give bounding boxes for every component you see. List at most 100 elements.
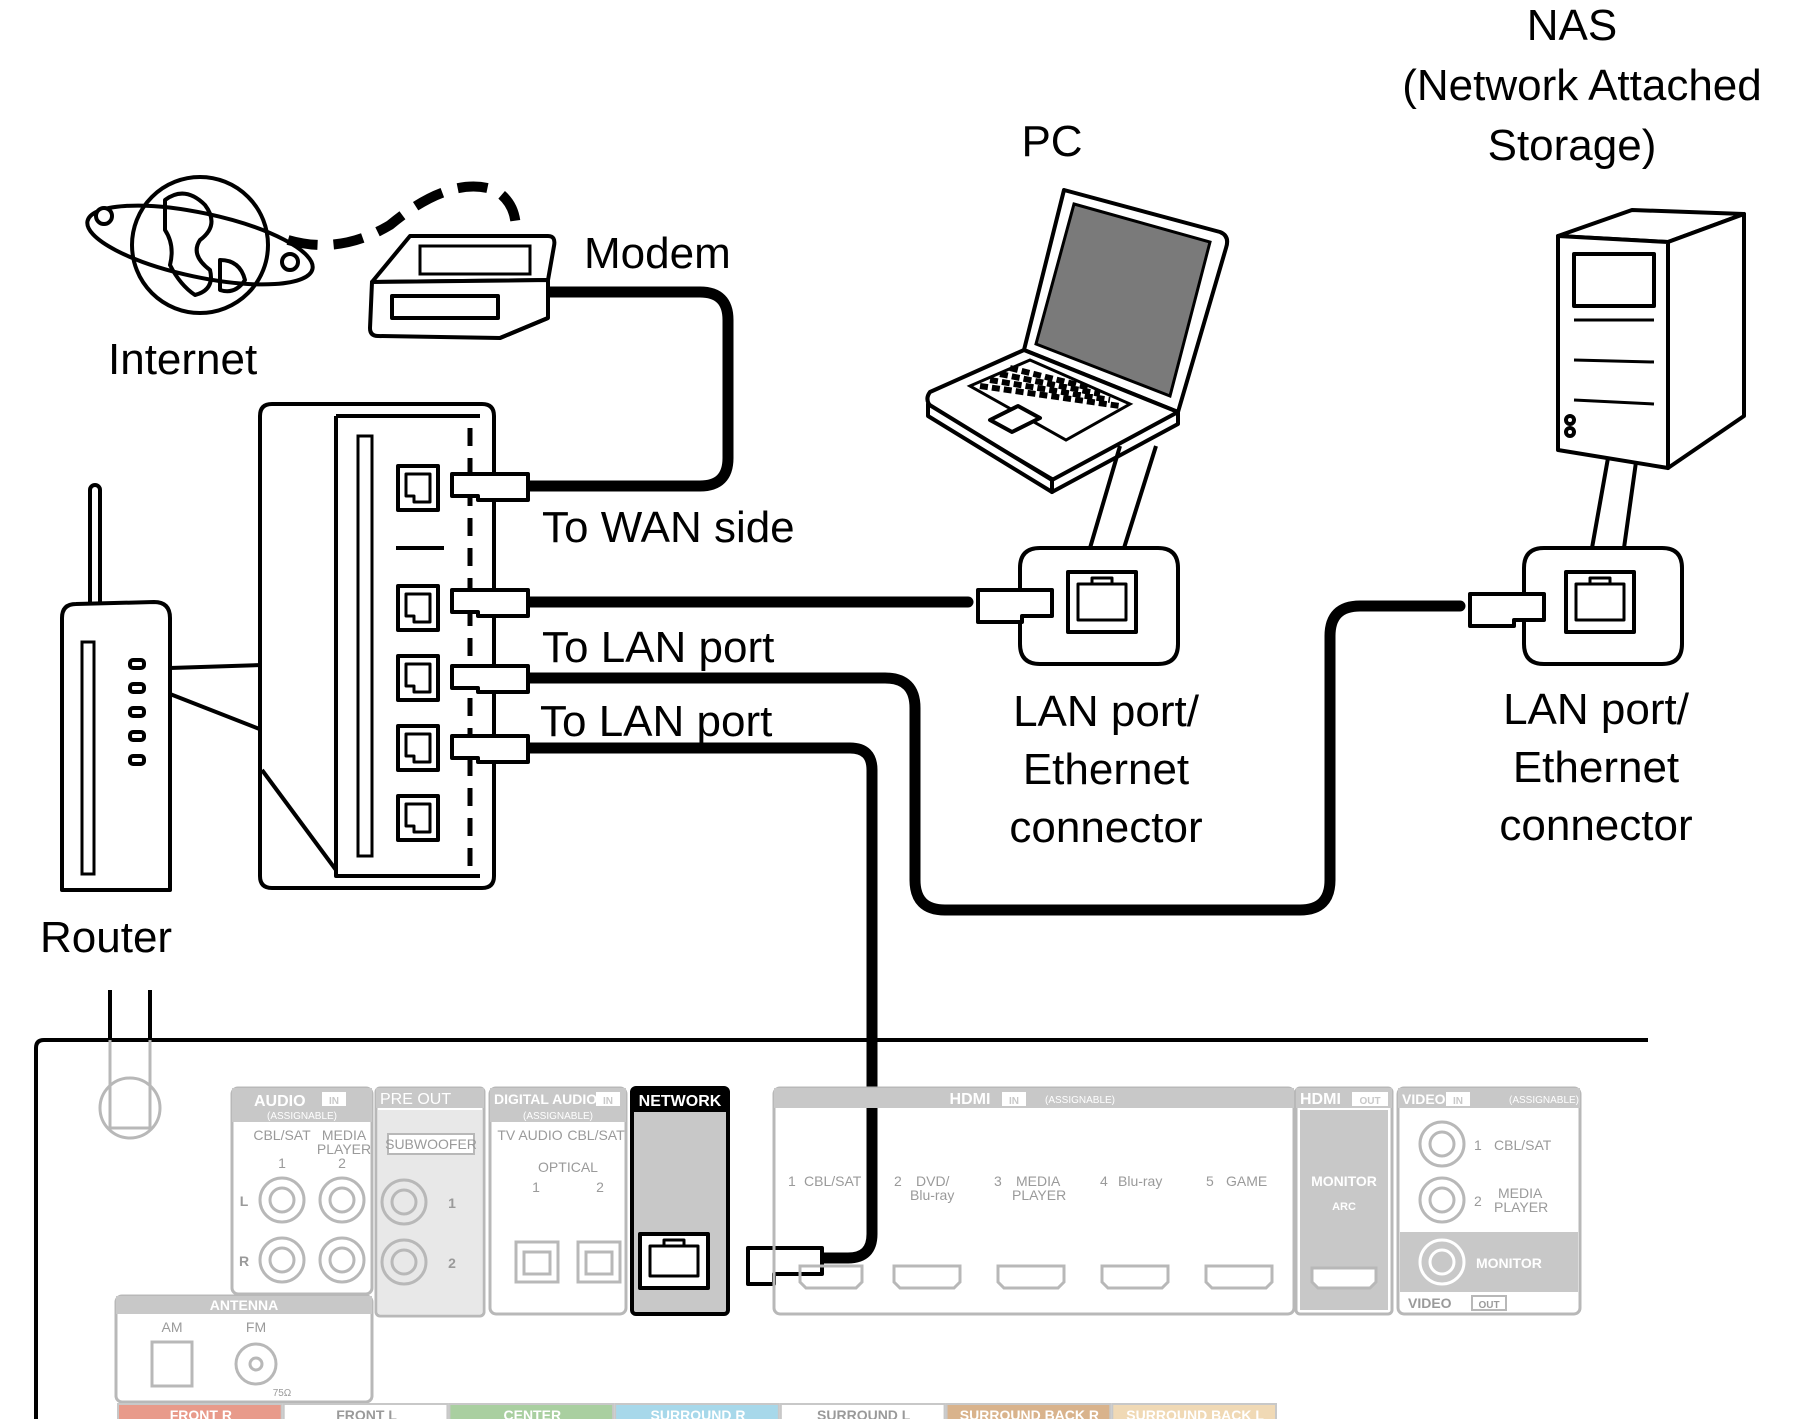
svg-text:1: 1 <box>1474 1137 1482 1153</box>
router-port-panel <box>258 402 530 890</box>
video-section: VIDEO IN (ASSIGNABLE) 1 CBL/SAT 2 MEDIA … <box>1396 1086 1582 1316</box>
svg-text:(ASSIGNABLE): (ASSIGNABLE) <box>267 1111 337 1122</box>
ethernet-plug-icon <box>450 472 530 764</box>
svg-text:AM: AM <box>162 1319 183 1335</box>
speaker-terminal-bg <box>282 1403 449 1419</box>
hdmi-out-section: HDMI OUT MONITOR ARC <box>1294 1086 1394 1316</box>
to-lan-label-2: To LAN port <box>540 697 772 746</box>
router-icon <box>60 483 263 892</box>
network-section: NETWORK <box>630 1086 824 1316</box>
nas-port-label-1: LAN port/ <box>1503 685 1690 734</box>
svg-text:CBL/SAT: CBL/SAT <box>1494 1137 1552 1153</box>
speaker-terminal-label: SURROUND BACK L <box>1126 1407 1264 1419</box>
speaker-terminal-label: SURROUND L <box>817 1407 911 1419</box>
svg-text:PLAYER: PLAYER <box>1494 1199 1548 1215</box>
speaker-terminal-bg <box>1111 1403 1278 1419</box>
receiver-rear-panel: AUDIO IN (ASSIGNABLE) CBL/SAT MEDIA PLAY… <box>34 990 1648 1419</box>
svg-text:3: 3 <box>994 1173 1002 1189</box>
svg-text:2: 2 <box>596 1179 604 1195</box>
digital-audio-section: DIGITAL AUDIO IN (ASSIGNABLE) TV AUDIO C… <box>488 1086 628 1316</box>
router-wan-port <box>396 464 440 512</box>
rca-jack-icon <box>258 1176 366 1284</box>
speaker-terminal-bg <box>448 1403 615 1419</box>
svg-text:PLAYER: PLAYER <box>1012 1187 1066 1203</box>
router-lan-port-4 <box>396 794 440 842</box>
modem-icon <box>368 234 557 340</box>
speaker-terminal-label: FRONT R <box>170 1407 232 1419</box>
svg-text:75Ω: 75Ω <box>273 1388 292 1399</box>
svg-text:4: 4 <box>1100 1173 1108 1189</box>
speaker-terminal-bg <box>945 1403 1112 1419</box>
svg-text:OUT: OUT <box>1478 1300 1499 1311</box>
svg-text:Blu-ray: Blu-ray <box>1118 1173 1162 1189</box>
router-to-receiver-cable <box>519 742 878 1264</box>
svg-text:2: 2 <box>894 1173 902 1189</box>
svg-text:1: 1 <box>278 1155 286 1171</box>
svg-text:5: 5 <box>1206 1173 1214 1189</box>
speaker-terminal-label: SURROUND BACK R <box>960 1407 1099 1419</box>
pre-out-section: PRE OUT SUBWOOFER 1 2 <box>374 1086 486 1318</box>
svg-text:1: 1 <box>532 1179 540 1195</box>
optical-jack-icon <box>514 1240 622 1284</box>
to-lan-label-1: To LAN port <box>542 623 774 672</box>
hdmi-in-section: HDMI IN (ASSIGNABLE) 1 CBL/SAT 2 DVD/ Bl… <box>772 1086 1296 1316</box>
svg-text:HDMI: HDMI <box>1300 1091 1341 1108</box>
svg-text:(ASSIGNABLE): (ASSIGNABLE) <box>523 1111 593 1122</box>
nas-port-label-2: Ethernet <box>1513 743 1679 792</box>
antenna-section: ANTENNA AM FM 75Ω <box>114 1294 374 1404</box>
speaker-terminal-4: SURROUND L <box>779 1403 946 1419</box>
svg-text:2: 2 <box>448 1255 456 1271</box>
svg-text:CBL/SAT: CBL/SAT <box>804 1173 862 1189</box>
speaker-terminal-label: FRONT L <box>336 1407 397 1419</box>
router-label: Router <box>40 913 172 962</box>
nas-label-line2: (Network Attached <box>1402 61 1762 110</box>
nas-label: NAS <box>1527 1 1617 50</box>
laptop-icon <box>925 188 1230 549</box>
svg-text:Blu-ray: Blu-ray <box>910 1187 954 1203</box>
svg-text:MONITOR: MONITOR <box>1311 1173 1377 1189</box>
nas-label-line3: Storage) <box>1488 121 1657 170</box>
svg-text:VIDEO: VIDEO <box>1402 1091 1446 1107</box>
router-to-nas-cable <box>519 600 1466 916</box>
svg-text:DVD/: DVD/ <box>916 1173 950 1189</box>
svg-text:ANTENNA: ANTENNA <box>210 1297 278 1313</box>
svg-text:L: L <box>240 1193 249 1209</box>
nas-lan-port-callout <box>1468 546 1684 666</box>
diagram-labels: NAS (Network Attached Storage) PC Modem … <box>40 1 1762 962</box>
to-wan-label: To WAN side <box>542 503 795 552</box>
speaker-terminal-label: CENTER <box>504 1407 562 1419</box>
svg-text:OUT: OUT <box>1359 1096 1380 1107</box>
pc-port-label-1: LAN port/ <box>1013 687 1200 736</box>
speaker-terminals: FRONT R FRONT L CENTER SURROUND R SURROUND L… <box>117 1403 1278 1419</box>
speaker-terminal-1: FRONT L <box>282 1403 449 1419</box>
speaker-terminal-0: FRONT R <box>117 1403 283 1419</box>
svg-text:TV AUDIO: TV AUDIO <box>497 1127 562 1143</box>
internet-to-modem-cable <box>286 181 521 250</box>
pc-lan-port-callout <box>976 546 1180 666</box>
svg-text:MONITOR: MONITOR <box>1476 1255 1542 1271</box>
pc-port-label-3: connector <box>1009 803 1202 852</box>
audio-in-label: AUDIO <box>254 1093 306 1110</box>
router-lan-port-1 <box>396 584 440 632</box>
modem-to-router-cable <box>514 286 734 492</box>
svg-text:VIDEO: VIDEO <box>1408 1295 1452 1311</box>
svg-text:CBL/SAT: CBL/SAT <box>253 1127 311 1143</box>
receiver-network-port <box>638 1232 710 1290</box>
speaker-terminal-5: SURROUND BACK R <box>945 1403 1112 1419</box>
svg-text:IN: IN <box>329 1096 339 1107</box>
nas-port-label-3: connector <box>1499 801 1692 850</box>
svg-text:SUBWOOFER: SUBWOOFER <box>385 1136 477 1152</box>
speaker-terminal-label: SURROUND R <box>651 1407 746 1419</box>
svg-text:PLAYER: PLAYER <box>317 1141 371 1157</box>
svg-text:MEDIA: MEDIA <box>322 1127 367 1143</box>
speaker-terminal-bg <box>117 1403 283 1419</box>
svg-text:(ASSIGNABLE): (ASSIGNABLE) <box>1045 1095 1115 1106</box>
svg-text:2: 2 <box>1474 1193 1482 1209</box>
router-lan-port-2 <box>396 654 440 702</box>
svg-text:GAME: GAME <box>1226 1173 1267 1189</box>
svg-text:OPTICAL: OPTICAL <box>538 1159 598 1175</box>
modem-label: Modem <box>584 229 731 278</box>
svg-text:1: 1 <box>448 1195 456 1211</box>
svg-text:MEDIA: MEDIA <box>1498 1185 1543 1201</box>
